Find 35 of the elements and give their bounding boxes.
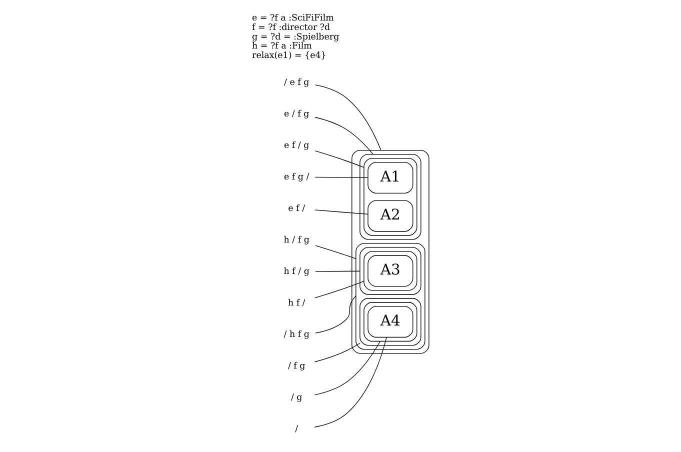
cluster — [356, 243, 426, 350]
connector — [314, 342, 360, 362]
cluster — [352, 150, 430, 354]
connector — [314, 340, 380, 396]
label: f = ?f :director ?d — [252, 22, 330, 33]
label: relax(e1) = {e4} — [252, 51, 326, 62]
node-text: e f g / — [284, 172, 310, 182]
connector — [314, 84, 382, 151]
label: e = ?f a :SciFiFilm — [252, 14, 334, 24]
connector — [315, 296, 356, 334]
node-box: A1 — [368, 162, 414, 194]
node-text: h f / g — [284, 266, 310, 277]
node-text: / e f g — [284, 78, 310, 88]
connector — [314, 150, 364, 168]
node-box: A2 — [368, 200, 414, 232]
node-text: / h f g — [284, 330, 310, 340]
connector — [314, 210, 368, 215]
node-box: A4 — [368, 306, 414, 338]
label: h = ?f a :Film — [252, 42, 312, 52]
node-text: e f / — [288, 204, 306, 214]
connector — [314, 280, 364, 298]
connector — [314, 337, 387, 428]
label: g = ?d = :Spielberg — [252, 32, 340, 42]
connector — [315, 270, 360, 272]
node-text: e / f g — [284, 109, 310, 120]
node-box: A3 — [368, 255, 414, 287]
node-text: / f g — [288, 361, 306, 372]
node-text: / — [295, 424, 298, 434]
node-text: / g — [290, 392, 302, 403]
node-text: h / f g — [284, 235, 310, 246]
connector — [315, 245, 356, 260]
connector — [314, 176, 368, 178]
connector — [314, 116, 374, 155]
node-text: e f / g — [284, 140, 310, 151]
node-text: h f / — [288, 298, 306, 308]
